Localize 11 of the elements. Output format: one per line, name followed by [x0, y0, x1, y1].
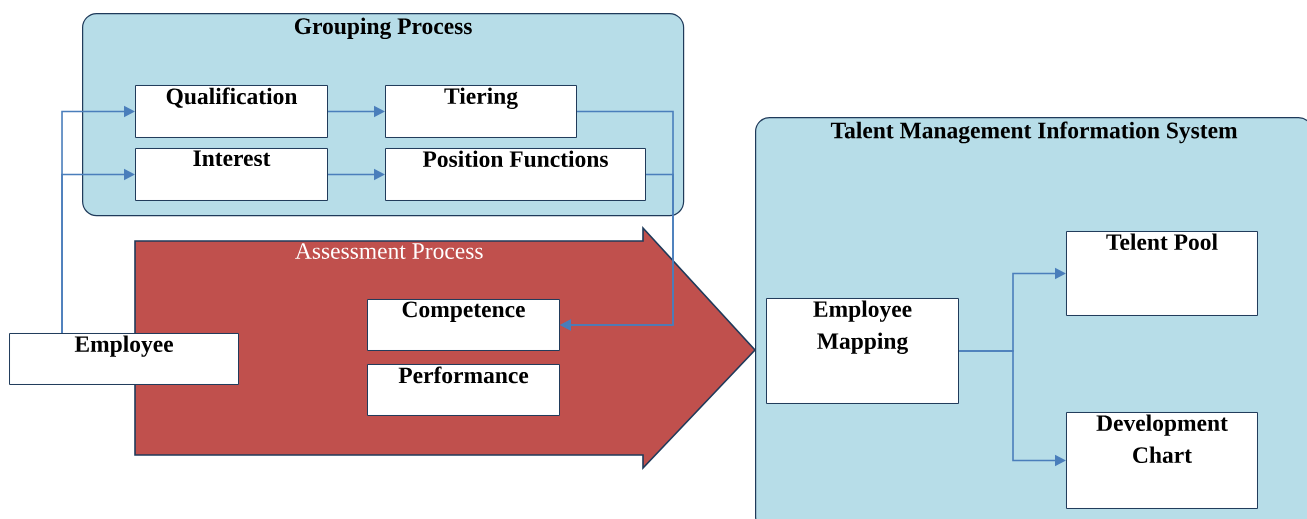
process-box: Telent Pool: [1066, 231, 1258, 316]
process-box: Position Functions: [385, 148, 646, 201]
process-box: Interest: [135, 148, 328, 201]
process-box: Employee Mapping: [766, 298, 959, 404]
arrow: [61, 168, 135, 334]
process-box: Employee: [9, 333, 239, 385]
process-box: Tiering: [385, 85, 577, 138]
process-box: Performance: [367, 364, 560, 416]
process-box: Competence: [367, 299, 560, 351]
process-box: Development Chart: [1066, 412, 1258, 509]
process-box: Qualification: [135, 85, 328, 138]
